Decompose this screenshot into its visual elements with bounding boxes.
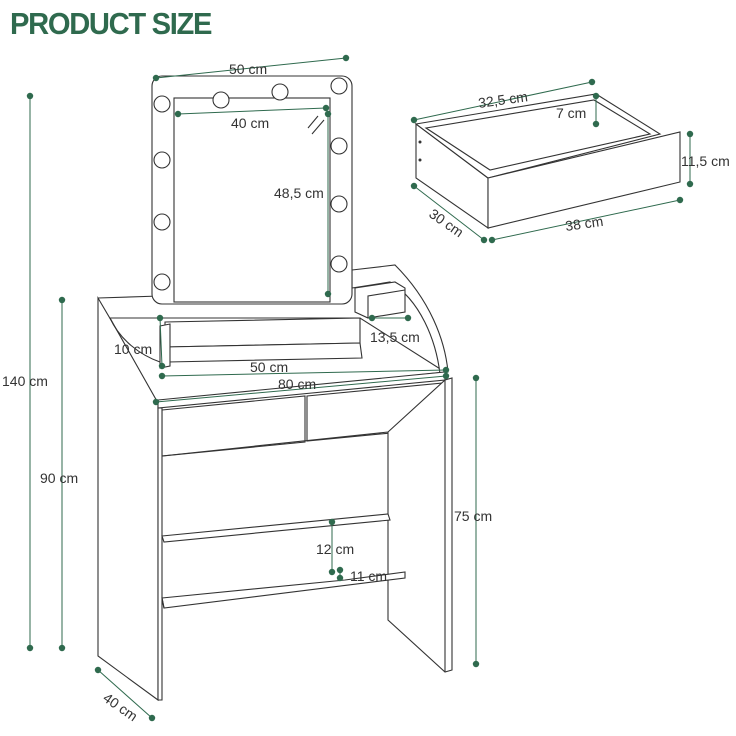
dimension-dot [676,196,684,204]
dimension-dot [592,120,600,128]
dimension-dot [94,666,102,674]
dimension-line [161,369,447,377]
drawer-front [487,131,681,229]
bulb [271,83,289,101]
dimension-line [155,57,347,79]
dimension-line [97,669,153,719]
label-mirror-inner-height: 48,5 cm [274,185,324,201]
dimension-dot [152,74,160,82]
label-shelf-board: 11 cm [350,568,387,584]
dimension-line [177,107,327,115]
dimension-dot [368,314,376,322]
dimension-dot [588,78,596,86]
vanity-mirror [151,75,353,305]
dimension-dot [410,116,418,124]
bulb [330,137,348,155]
dimension-dot [174,110,182,118]
bulb [153,213,171,231]
dimension-dot [328,568,336,576]
vanity-table [97,264,453,702]
dimension-dot [342,54,350,62]
right-small-shelf [354,281,406,319]
dimension-dot [324,110,332,118]
dimension-dot [472,660,480,668]
bulb [153,273,171,291]
dimension-dot [58,644,66,652]
label-leg-height: 75 cm [454,508,492,524]
dimension-line [413,185,485,241]
dimension-dot [324,290,332,298]
dimension-dot [336,574,344,582]
dimension-dot [152,398,160,406]
dimension-dot [322,104,330,112]
dimension-line [155,375,447,403]
left-front-leg [157,407,163,701]
dimension-line [159,317,163,367]
dimension-dot [592,92,600,100]
drawer-detail [414,93,681,230]
bulb [153,95,171,113]
label-shelf-gap: 12 cm [316,541,354,557]
left-shelf-post [159,323,171,369]
label-drawer-height: 11,5 cm [681,153,730,169]
mirror-glass [173,97,331,303]
dimension-dot [410,182,418,190]
dimension-dot [686,180,694,188]
dimension-dot [158,372,166,380]
label-mirror-width: 50 cm [229,61,267,77]
label-table-depth: 40 cm [100,689,140,724]
bulb [330,77,348,95]
label-drawer-front-width: 38 cm [564,213,604,234]
bulb [330,195,348,213]
label-drawer-inner-depth: 7 cm [556,105,586,121]
label-total-height: 140 cm [2,373,48,389]
page-title: PRODUCT SIZE [10,6,212,41]
dimension-dot [442,372,450,380]
dimension-dot [58,296,66,304]
dimension-dot [472,374,480,382]
dimension-lines [26,54,694,722]
drawer-back [414,93,662,179]
dimension-dot [26,92,34,100]
dimension-dot [480,236,488,244]
label-shelf-height: 10 cm [114,341,152,357]
dimension-line [491,199,681,241]
lower-shelf-upper [161,513,391,543]
label-top-shelf-width: 50 cm [250,359,288,375]
label-shelf-depth: 13,5 cm [370,329,420,345]
dimension-dot [336,566,344,574]
bulb [212,91,230,109]
dimension-dot [148,714,156,722]
dimension-dot [26,644,34,652]
label-table-width: 80 cm [278,376,316,392]
dimension-line [413,81,593,121]
dimension-dot [156,314,164,322]
dimension-dot [328,518,336,526]
dimension-dot [158,362,166,370]
bulb [330,255,348,273]
dimension-dot [404,314,412,322]
upper-shelf [164,317,361,348]
label-drawer-width-top: 32,5 cm [477,88,529,111]
dimension-dot [686,130,694,138]
dimension-dot [442,366,450,374]
label-mirror-inner-width: 40 cm [231,115,269,131]
dimension-dot [488,236,496,244]
bulb [153,151,171,169]
label-table-height: 90 cm [40,470,78,486]
